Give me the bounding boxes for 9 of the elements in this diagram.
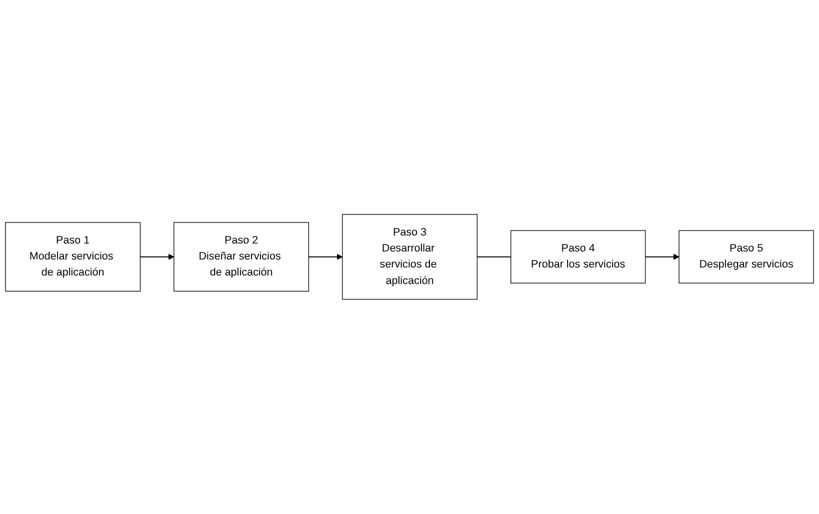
node-box: Paso 3 Desarrollar servicios de aplicación	[342, 214, 478, 300]
node-box: Paso 2 Diseñar servicios de aplicación	[174, 222, 310, 292]
arrow	[645, 254, 680, 260]
node-box: Paso 5 Desplegar servicios	[678, 230, 814, 284]
connector	[477, 256, 511, 258]
node-box: Paso 4 Probar los servicios	[510, 230, 646, 284]
arrow	[140, 254, 174, 260]
node-box: Paso 1 Modelar servicios de aplicación	[5, 222, 141, 292]
arrow	[308, 254, 343, 260]
